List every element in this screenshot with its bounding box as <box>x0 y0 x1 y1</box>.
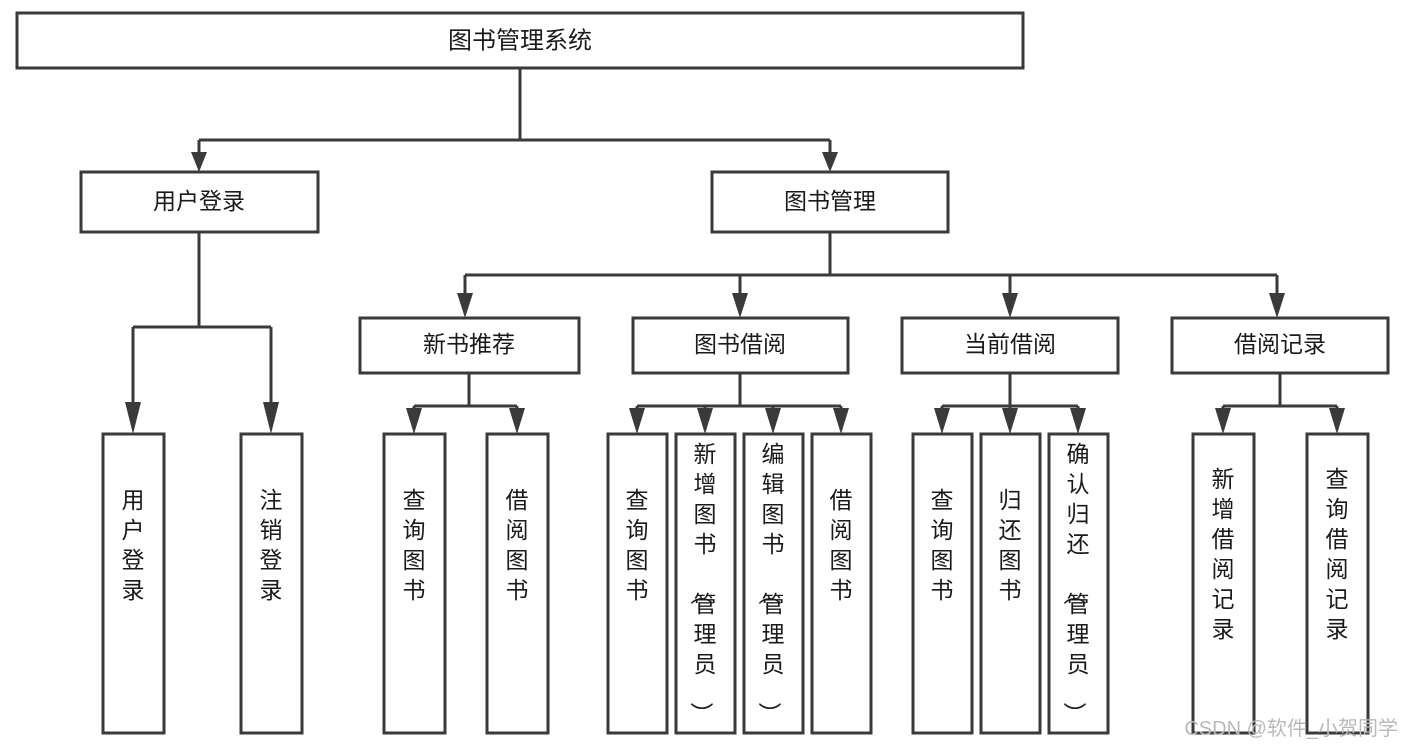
node-user-login[interactable]: 用户登录 <box>79 170 320 234</box>
node-leaf-user-logout[interactable]: 注销登录 <box>239 432 304 735</box>
node-leaf-user-logout-box[interactable] <box>239 432 304 735</box>
node-leaf-add-record-label: 新增借阅记录 <box>1212 466 1235 642</box>
node-borrow-record[interactable]: 借阅记录 <box>1170 316 1390 375</box>
node-current-borrow-box[interactable] <box>900 316 1120 375</box>
arrow-head-leaf-query-book-1 <box>406 408 422 434</box>
node-leaf-add-book[interactable]: 新增图书（管理员） <box>674 432 737 735</box>
node-leaf-borrow-book-2-box[interactable] <box>810 432 873 735</box>
arrow-head-leaf-query-book-3 <box>934 408 950 434</box>
node-user-login-box[interactable] <box>79 170 320 234</box>
node-leaf-query-record-box[interactable] <box>1305 432 1370 735</box>
node-leaf-add-book-label: 新增图书（管理员） <box>689 441 717 725</box>
arrow-head-book-borrow <box>732 293 748 318</box>
node-book-manage[interactable]: 图书管理 <box>710 170 950 234</box>
node-leaf-query-book-3-box[interactable] <box>911 432 974 735</box>
node-leaf-borrow-book-2[interactable]: 借阅图书 <box>810 432 873 735</box>
connector-group <box>125 68 1345 434</box>
arrow-head-leaf-user-logout <box>263 402 279 434</box>
node-leaf-query-book-2-box[interactable] <box>606 432 669 735</box>
node-leaf-user-login-box[interactable] <box>101 432 166 735</box>
node-leaf-edit-book-box[interactable] <box>742 432 805 735</box>
arrow-head-leaf-borrow-book-1 <box>509 408 525 434</box>
arrow-head-new-book-recommend <box>457 293 473 318</box>
node-user-login-label: 用户登录 <box>153 188 245 214</box>
node-book-manage-box[interactable] <box>710 170 950 234</box>
node-leaf-edit-book-label: 编辑图书（管理员） <box>757 441 785 725</box>
node-leaf-return-book-label: 归还图书 <box>999 487 1022 603</box>
node-book-manage-label: 图书管理 <box>784 188 876 214</box>
node-leaf-return-book-box[interactable] <box>979 432 1042 735</box>
node-new-book-recommend[interactable]: 新书推荐 <box>358 316 581 375</box>
node-leaf-add-book-box[interactable] <box>674 432 737 735</box>
node-borrow-record-label: 借阅记录 <box>1234 331 1326 357</box>
node-leaf-add-record[interactable]: 新增借阅记录 <box>1191 432 1256 735</box>
node-current-borrow-label: 当前借阅 <box>964 331 1056 357</box>
node-leaf-user-login[interactable]: 用户登录 <box>101 432 166 735</box>
node-leaf-borrow-book-1[interactable]: 借阅图书 <box>485 432 550 735</box>
node-leaf-borrow-book-1-label: 借阅图书 <box>506 487 529 603</box>
node-leaf-add-record-box[interactable] <box>1191 432 1256 735</box>
node-leaf-query-book-2[interactable]: 查询图书 <box>606 432 669 735</box>
node-leaf-query-record[interactable]: 查询借阅记录 <box>1305 432 1370 735</box>
watermark-label: CSDN @软件_小贺同学 <box>1184 717 1398 740</box>
arrow-head-leaf-add-book <box>697 408 713 434</box>
node-leaf-confirm-return-label: 确认归还（管理员） <box>1062 441 1090 725</box>
arrow-head-leaf-edit-book <box>765 408 781 434</box>
node-book-borrow-box[interactable] <box>631 316 850 375</box>
node-borrow-record-box[interactable] <box>1170 316 1390 375</box>
arrow-head-leaf-add-record <box>1215 408 1231 434</box>
node-current-borrow[interactable]: 当前借阅 <box>900 316 1120 375</box>
node-leaf-borrow-book-2-label: 借阅图书 <box>830 487 853 603</box>
node-leaf-query-book-3-label: 查询图书 <box>931 487 954 603</box>
node-leaf-query-record-label: 查询借阅记录 <box>1326 466 1349 642</box>
arrow-head-user-login <box>191 152 207 172</box>
arrow-head-leaf-query-book-2 <box>629 408 645 434</box>
node-root-label: 图书管理系统 <box>448 27 592 54</box>
arrow-head-current-borrow <box>1002 293 1018 318</box>
node-leaf-user-logout-label: 注销登录 <box>260 487 283 603</box>
node-root-box[interactable] <box>15 11 1025 70</box>
arrow-head-leaf-borrow-book-2 <box>833 408 849 434</box>
node-leaf-edit-book[interactable]: 编辑图书（管理员） <box>742 432 805 735</box>
arrow-head-leaf-confirm-return <box>1070 408 1086 434</box>
node-new-book-recommend-box[interactable] <box>358 316 581 375</box>
node-leaf-query-book-2-label: 查询图书 <box>626 487 649 603</box>
node-leaf-user-login-label: 用户登录 <box>122 487 145 603</box>
node-leaf-confirm-return-box[interactable] <box>1047 432 1110 735</box>
node-new-book-recommend-label: 新书推荐 <box>423 331 515 357</box>
node-leaf-query-book-1-box[interactable] <box>382 432 447 735</box>
arrow-head-book-manage <box>822 152 838 172</box>
node-book-borrow-label: 图书借阅 <box>694 331 786 357</box>
node-leaf-query-book-1-label: 查询图书 <box>403 487 426 603</box>
arrow-head-borrow-record <box>1269 293 1285 318</box>
node-leaf-return-book[interactable]: 归还图书 <box>979 432 1042 735</box>
node-leaf-confirm-return[interactable]: 确认归还（管理员） <box>1047 432 1110 735</box>
arrow-head-leaf-return-book <box>1002 408 1018 434</box>
node-leaf-query-book-1[interactable]: 查询图书 <box>382 432 447 735</box>
node-book-borrow[interactable]: 图书借阅 <box>631 316 850 375</box>
node-root[interactable]: 图书管理系统 <box>15 11 1025 70</box>
node-leaf-query-book-3[interactable]: 查询图书 <box>911 432 974 735</box>
arrow-head-leaf-query-record <box>1329 408 1345 434</box>
arrow-head-leaf-user-login <box>125 402 141 434</box>
node-leaf-borrow-book-1-box[interactable] <box>485 432 550 735</box>
